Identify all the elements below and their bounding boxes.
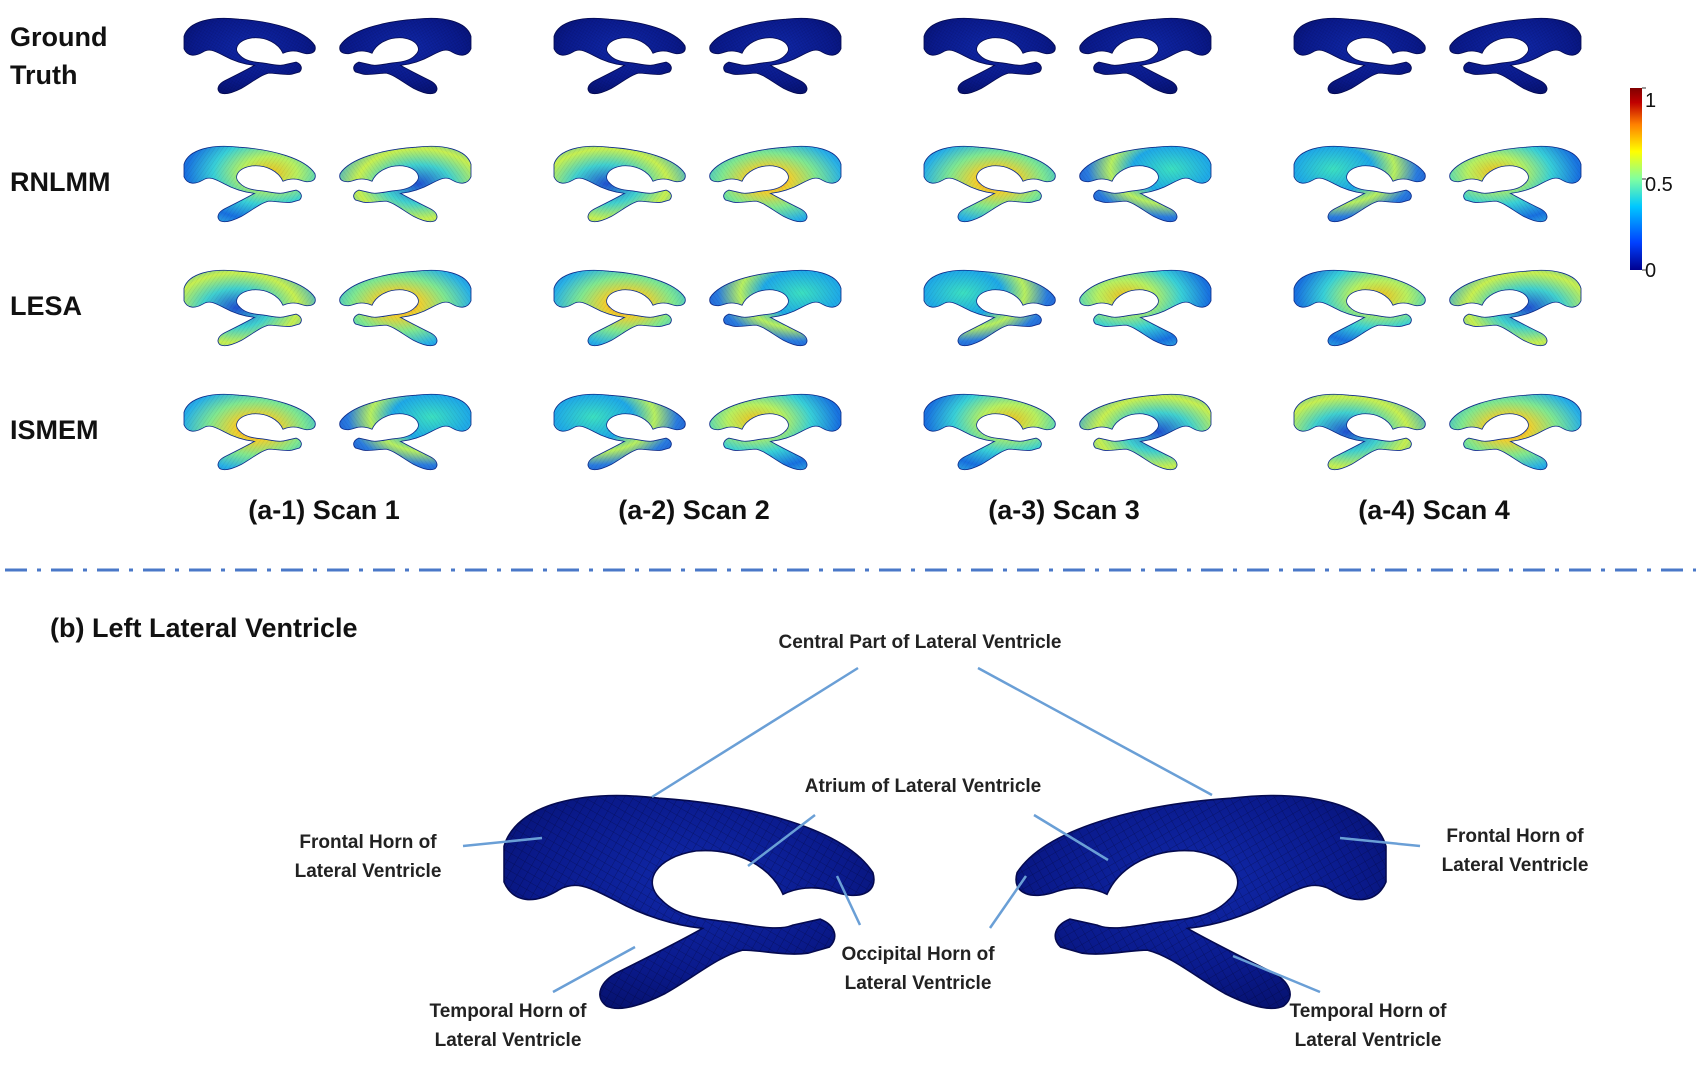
ventricle-lesa-scan1-right [339, 269, 472, 347]
colorbar-tick-max: 1 [1645, 90, 1657, 112]
label-frontal-horn-left: Frontal Horn of Lateral Ventricle [278, 828, 458, 886]
ventricle-ground-truth-scan4-right [1449, 17, 1582, 95]
colorbar-tick-min: 0 [1645, 260, 1657, 282]
colorbar [1630, 88, 1642, 270]
ventricle-rnlmm-scan4-left [1293, 145, 1426, 223]
label-temporal-right-line2: Lateral Ventricle [1294, 1030, 1442, 1051]
ventricle-lesa-scan3-right [1079, 269, 1212, 347]
ventricle-lesa-scan4-right [1449, 269, 1582, 347]
ventricle-rnlmm-scan3-left [923, 145, 1056, 223]
colorbar-tick-mid: 0.5 [1645, 174, 1673, 196]
row-label-ismem: ISMEM [10, 415, 99, 445]
ventricle-ground-truth-scan2-left [553, 17, 686, 95]
label-occipital-line1: Occipital Horn of [841, 944, 995, 965]
row-label-ground-truth-line1: Ground [10, 22, 108, 52]
ventricle-ground-truth-scan2-right [709, 17, 842, 95]
row-label-ground-truth-line2: Truth [10, 60, 78, 90]
annotation-leaders [462, 666, 1421, 994]
ventricle-lesa-scan4-left [1293, 269, 1426, 347]
ventricle-lesa-scan2-left [553, 269, 686, 347]
ventricle-ground-truth-scan3-left [923, 17, 1056, 95]
section-b-title: (b) Left Lateral Ventricle [50, 613, 358, 643]
label-frontal-right-line2: Lateral Ventricle [1441, 855, 1589, 876]
ventricle-ismem-scan3-left [923, 393, 1056, 471]
label-temporal-horn-left: Temporal Horn of Lateral Ventricle [413, 997, 603, 1055]
label-temporal-left-line2: Lateral Ventricle [434, 1030, 582, 1051]
scan-label-2: (a-2) Scan 2 [618, 495, 770, 525]
row-label-rnlmm: RNLMM [10, 167, 111, 197]
label-frontal-left-line1: Frontal Horn of [299, 832, 437, 853]
ventricle-rnlmm-scan1-right [339, 145, 472, 223]
left-ventricle-large [503, 794, 875, 1010]
scan-label-1: (a-1) Scan 1 [248, 495, 400, 525]
ventricle-ismem-scan4-right [1449, 393, 1582, 471]
row-label-lesa: LESA [10, 291, 83, 321]
ventricle-rnlmm-scan2-right [709, 145, 842, 223]
label-temporal-left-line1: Temporal Horn of [429, 1001, 587, 1022]
label-central-part: Central Part of Lateral Ventricle [760, 628, 1080, 657]
label-temporal-right-line1: Temporal Horn of [1289, 1001, 1447, 1022]
ventricle-ground-truth-scan3-right [1079, 17, 1212, 95]
ventricle-ismem-scan3-right [1079, 393, 1212, 471]
right-ventricle-large [1015, 794, 1387, 1010]
ventricle-ismem-scan4-left [1293, 393, 1426, 471]
scan-label-3: (a-3) Scan 3 [988, 495, 1140, 525]
ventricle-ismem-scan1-right [339, 393, 472, 471]
ventricle-ground-truth-scan4-left [1293, 17, 1426, 95]
ventricle-lesa-scan2-right [709, 269, 842, 347]
label-occipital-line2: Lateral Ventricle [844, 973, 992, 994]
ventricle-rnlmm-scan2-left [553, 145, 686, 223]
ventricle-rnlmm-scan3-right [1079, 145, 1212, 223]
ventricle-ismem-scan2-right [709, 393, 842, 471]
label-atrium-text: Atrium of Lateral Ventricle [804, 776, 1042, 797]
label-temporal-horn-right: Temporal Horn of Lateral Ventricle [1273, 997, 1463, 1055]
label-frontal-horn-right: Frontal Horn of Lateral Ventricle [1425, 822, 1605, 880]
label-central-part-text: Central Part of Lateral Ventricle [778, 632, 1062, 653]
ventricle-ismem-scan1-left [183, 393, 316, 471]
ventricle-rnlmm-scan1-left [183, 145, 316, 223]
row-label-ground-truth: Ground Truth [10, 18, 107, 94]
label-frontal-right-line1: Frontal Horn of [1446, 826, 1584, 847]
ventricle-ground-truth-scan1-right [339, 17, 472, 95]
ventricle-rnlmm-scan4-right [1449, 145, 1582, 223]
ventricle-lesa-scan1-left [183, 269, 316, 347]
scan-label-4: (a-4) Scan 4 [1358, 495, 1510, 525]
ventricle-ground-truth-scan1-left [183, 17, 316, 95]
ventricle-ismem-scan2-left [553, 393, 686, 471]
label-atrium: Atrium of Lateral Ventricle [778, 772, 1068, 801]
ventricle-lesa-scan3-left [923, 269, 1056, 347]
label-occipital-horn: Occipital Horn of Lateral Ventricle [828, 940, 1008, 998]
label-frontal-left-line2: Lateral Ventricle [294, 861, 442, 882]
